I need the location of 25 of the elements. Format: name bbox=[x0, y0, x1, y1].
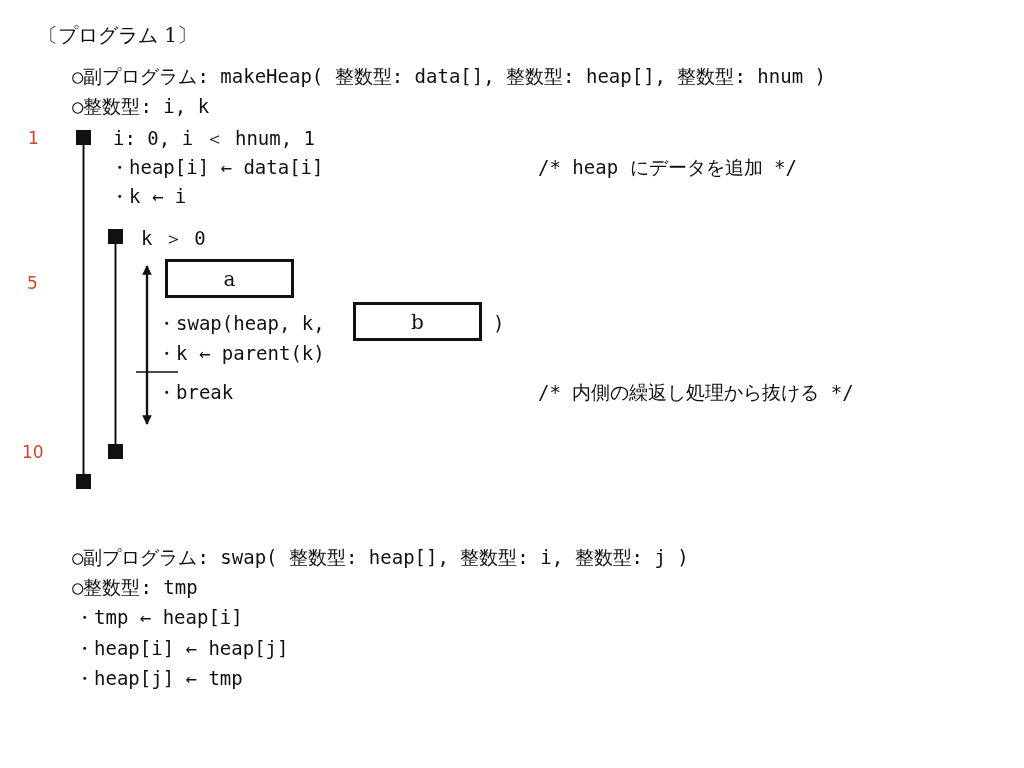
blank-letter: a bbox=[223, 266, 236, 291]
line-number: 5 bbox=[27, 272, 38, 295]
code-line: ○副プログラム: swap( 整数型: heap[], 整数型: i, 整数型: j ) bbox=[72, 545, 689, 569]
line-number: 10 bbox=[22, 441, 44, 464]
code-line: ) bbox=[493, 311, 505, 335]
code-line: ・heap[i] ← data[i] bbox=[110, 155, 324, 179]
blank-letter: b bbox=[411, 309, 424, 334]
code-line: /* 内側の繰返し処理から抜ける */ bbox=[538, 380, 854, 404]
code-line: ・heap[j] ← tmp bbox=[75, 666, 243, 690]
code-line: i: 0, i ＜ hnum, 1 bbox=[113, 126, 316, 150]
code-line: ○副プログラム: makeHeap( 整数型: data[], 整数型: heap[], 整数型: hnum ) bbox=[72, 64, 826, 88]
code-line: ・heap[i] ← heap[j] bbox=[75, 636, 289, 660]
program-title: 〔プログラム 1〕 bbox=[38, 22, 198, 49]
code-line: ・k ← parent(k) bbox=[157, 341, 325, 365]
code-line: /* heap にデータを追加 */ bbox=[538, 155, 797, 179]
code-line: ・swap(heap, k, bbox=[157, 311, 325, 335]
code-line: k ＞ 0 bbox=[141, 226, 206, 250]
code-line: ○整数型: i, k bbox=[72, 94, 210, 118]
blank-box bbox=[353, 302, 482, 341]
code-line: ・break bbox=[157, 380, 234, 404]
code-line: ・k ← i bbox=[110, 184, 187, 208]
blank-box bbox=[165, 259, 294, 298]
line-number: 1 bbox=[28, 127, 39, 150]
code-line: ・tmp ← heap[i] bbox=[75, 605, 243, 629]
code-line: ○整数型: tmp bbox=[72, 575, 198, 599]
